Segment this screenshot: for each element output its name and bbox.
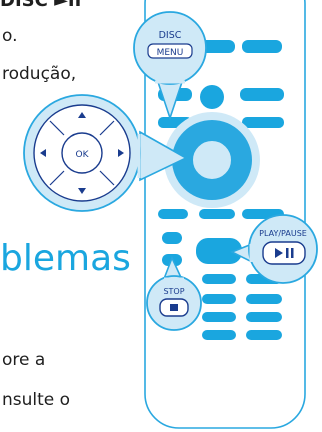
manual-text-line-1: DISC ►II <box>0 0 82 11</box>
remote-button-row8-right <box>246 330 282 340</box>
triangle-up-icon <box>78 112 86 118</box>
disc-menu-key <box>147 43 193 59</box>
dpad-ok-label: OK <box>76 150 90 160</box>
remote-play-pause-key <box>196 238 242 264</box>
section-heading-fragment: blemas <box>0 238 131 279</box>
triangle-right-icon <box>118 149 124 157</box>
dpad-callout-ok-button <box>61 132 103 174</box>
play-pause-icon <box>275 248 283 258</box>
remote-button-side-1 <box>162 232 182 244</box>
remote-button-row3-center <box>199 209 235 219</box>
triangle-down-icon <box>78 188 86 194</box>
disc-menu-top-label: DISC <box>159 30 182 41</box>
manual-text-line-3: rodução, <box>2 64 77 84</box>
manual-text-line-5: nsulte o <box>2 390 71 410</box>
disc-menu-key-label: MENU <box>157 48 184 58</box>
remote-button-top-right <box>242 40 282 53</box>
remote-button-top-center <box>199 40 235 53</box>
stop-icon <box>170 304 178 311</box>
play-pause-key <box>262 241 306 265</box>
manual-text-line-4: ore a <box>2 350 46 370</box>
remote-button-row6-center <box>202 294 236 304</box>
remote-button-row2-right <box>242 117 284 128</box>
remote-button-row7-right <box>246 312 282 322</box>
remote-button-row7-center <box>202 312 236 322</box>
remote-button-row8-center <box>202 330 236 340</box>
remote-button-row3-left <box>158 209 188 219</box>
remote-power-dot <box>200 85 224 109</box>
remote-dpad-ok <box>191 139 233 181</box>
triangle-left-icon <box>40 149 46 157</box>
remote-button-right-small <box>240 88 284 101</box>
manual-text-line-2: o. <box>2 26 18 46</box>
remote-button-row5-center <box>202 274 236 284</box>
play-pause-label: PLAY/PAUSE <box>259 229 307 238</box>
stop-label: STOP <box>163 287 184 296</box>
remote-button-row6-right <box>246 294 282 304</box>
